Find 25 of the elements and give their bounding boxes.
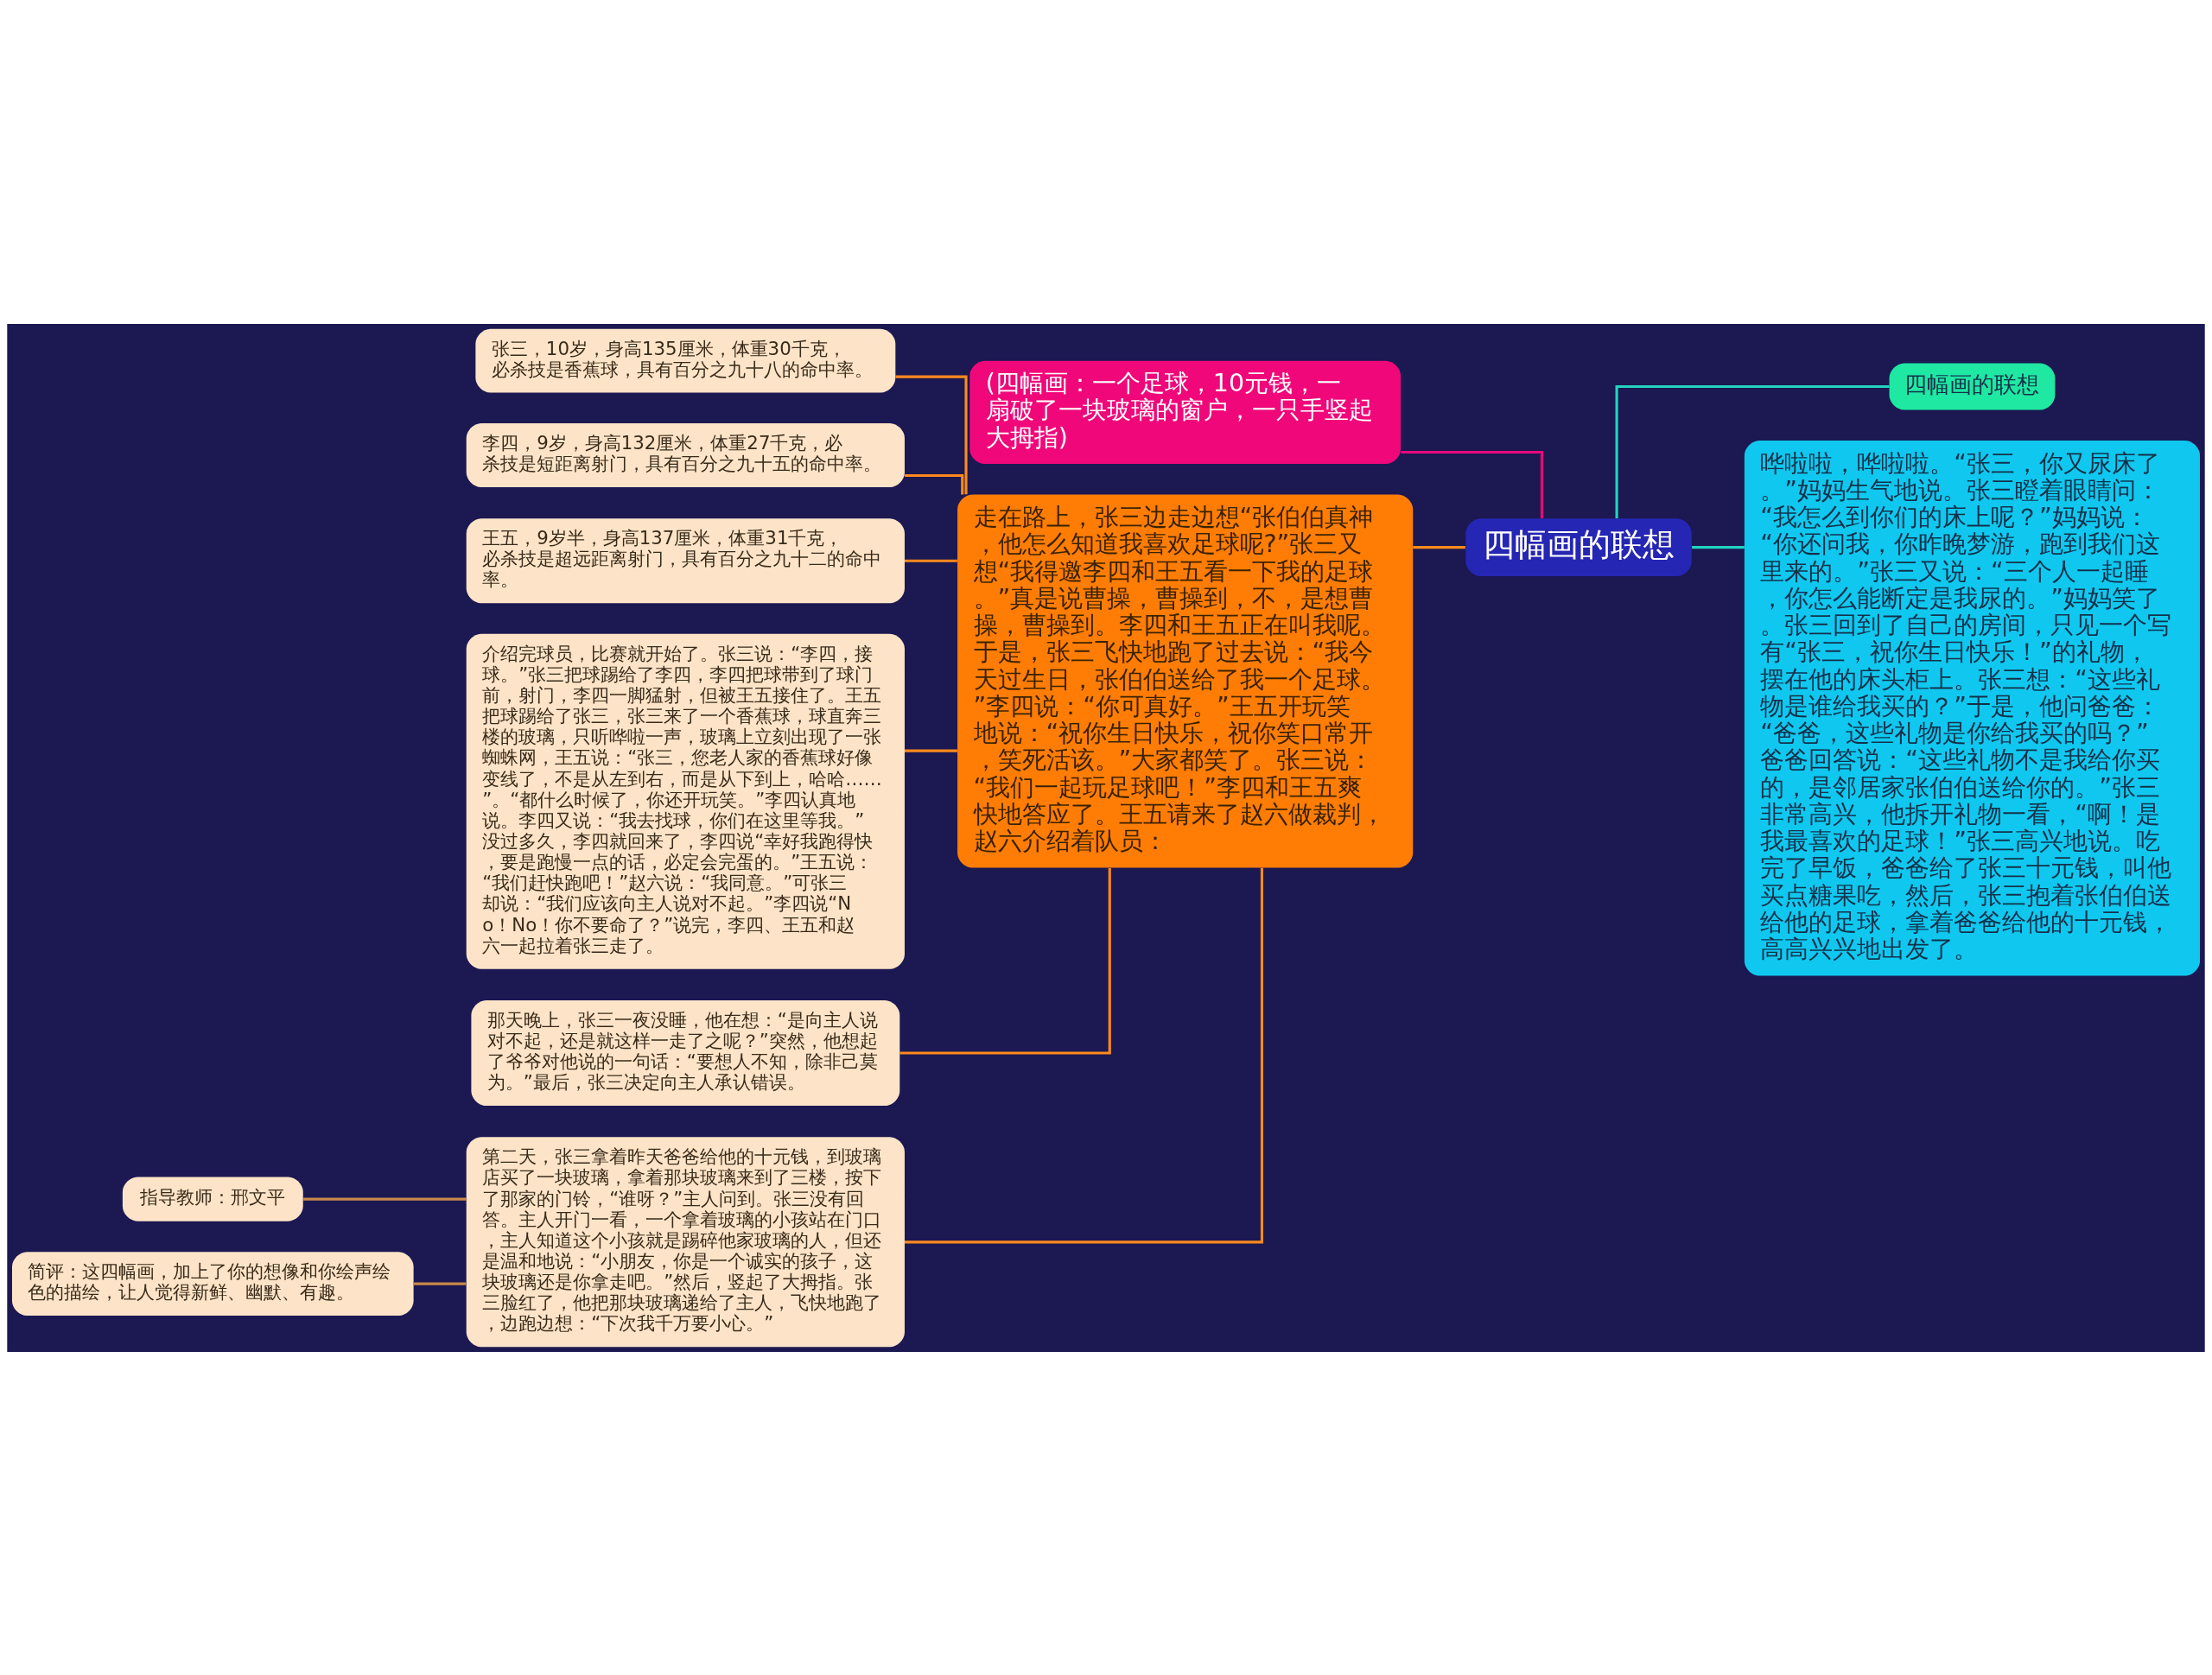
- connector: [303, 1197, 467, 1201]
- connector: [899, 867, 1111, 1055]
- node-box: 第二天，张三拿着昨天爸爸给他的十元钱，到玻璃店买了一块玻璃，拿着那块玻璃来到了三楼，按下了那家的门铃，“谁呀？”主人问到。张三没有回答。主人开门一看，一个拿着玻璃的小孩站在门口，主人知道这个小孩就是踢碎他家玻璃的人，但还是温和地说：“小朋友，你是一个诚实的孩子，这块玻璃还是你拿走吧。”然后，竖起了大拇指。张三脸红了，他把那块玻璃递给了主人，飞快地跑了，边跑边想：“下次我千万要小心。”: [466, 1136, 905, 1347]
- node-box: 走在路上，张三边走边想“张伯伯真神，他怎么知道我喜欢足球呢?”张三又想“我得邀李四和王五看一下我的足球。”真是说曹操，曹操到，不，是想曹操，曹操到。李四和王五正在叫我呢。于是，张三飞快地跑了过去说：“我今天过生日，张伯伯送给了我一个足球。”李四说：“你可真好。”王五开玩笑地说：“祝你生日快乐，祝你笑口常开，笑死活该。”大家都笑了。张三说：“我们一起玩足球吧！”李四和王五爽快地答应了。王五请来了赵六做裁判，赵六介绍着队员：: [957, 494, 1414, 867]
- node-box: 指导教师：邢文平: [122, 1177, 303, 1221]
- connector: [904, 867, 1263, 1243]
- connector: [905, 749, 957, 752]
- node-box: (四幅画：一个足球，10元钱，一扇破了一块玻璃的窗户，一只手竖起大拇指): [969, 360, 1401, 464]
- connector: [1692, 545, 1745, 549]
- node-box: 简评：这四幅画，加上了你的想像和你绘声绘色的描绘，让人觉得新鲜、幽默、有趣。: [12, 1251, 414, 1316]
- connector: [1615, 384, 1890, 518]
- node-box: 四幅画的联想: [1465, 517, 1692, 576]
- node-box: 那天晚上，张三一夜没睡，他在想：“是向主人说对不起，还是就这样一走了之呢？”突然，他想起了爷爷对他说的一句话：“要想人不知，除非己莫为。”最后，张三决定向主人承认错误。: [471, 999, 900, 1106]
- connector: [1401, 450, 1543, 518]
- connector: [905, 559, 957, 562]
- node-box: 李四，9岁，身高132厘米，体重27千克，必杀技是短距离射门，具有百分之九十五的命中率。: [466, 422, 905, 487]
- connector: [1413, 545, 1465, 549]
- node-box: 王五，9岁半，身高137厘米，体重31千克，必杀技是超远距离射门，具有百分之九十二的命中率。: [466, 517, 905, 603]
- connector: [904, 473, 964, 494]
- node-box: 介绍完球员，比赛就开始了。张三说：“李四，接球。”张三把球踢给了李四，李四把球带到了球门前，射门，李四一脚猛射，但被王五接住了。王五把球踢给了张三，张三来了一个香蕉球，球直奔三楼的玻璃，只听哗啦一声，玻璃上立刻出现了一张蜘蛛网，王五说：“张三，您老人家的香蕉球好像变线了，不是从左到右，而是从下到上，哈哈……”。“都什么时候了，你还开玩笑。”李四认真地说。李四又说：“我去找球，你们在这里等我。”没过多久，李四就回来了，李四说“幸好我跑得快，要是跑慢一点的话，必定会完蛋的。”王五说：“我们赶快跑吧！”赵六说：“我同意。”可张三却说：“我们应该向主人说对不起。”李四说“No！No！你不要命了？”说完，李四、王五和赵六一起拉着张三走了。: [466, 633, 905, 969]
- node-box: 四幅画的联想: [1889, 362, 2056, 409]
- connector: [895, 375, 968, 494]
- connector: [413, 1282, 467, 1285]
- node-box: 张三，10岁，身高135厘米，体重30千克，必杀技是香蕉球，具有百分之九十八的命中率。: [475, 328, 896, 393]
- node-box: 哗啦啦，哗啦啦。“张三，你又尿床了。”妈妈生气地说。张三瞪着眼睛问：“我怎么到你们的床上呢？”妈妈说：“你还问我，你昨晚梦游，跑到我们这里来的。”张三又说：“三个人一起睡，你怎么能断定是我尿的。”妈妈笑了。张三回到了自己的房间，只见一个写有“张三，祝你生日快乐！”的礼物，摆在他的床头柜上。张三想：“这些礼物是谁给我买的？”于是，他问爸爸：“爸爸，这些礼物是你给我买的吗？”爸爸回答说：“这些礼物不是我给你买的，是邻居家张伯伯送给你的。”张三非常高兴，他拆开礼物一看，“啊！是我最喜欢的足球！”张三高兴地说。吃完了早饭，爸爸给了张三十元钱，叫他买点糖果吃，然后，张三抱着张伯伯送给他的足球，拿着爸爸给他的十元钱，高高兴兴地出发了。: [1744, 440, 2200, 975]
